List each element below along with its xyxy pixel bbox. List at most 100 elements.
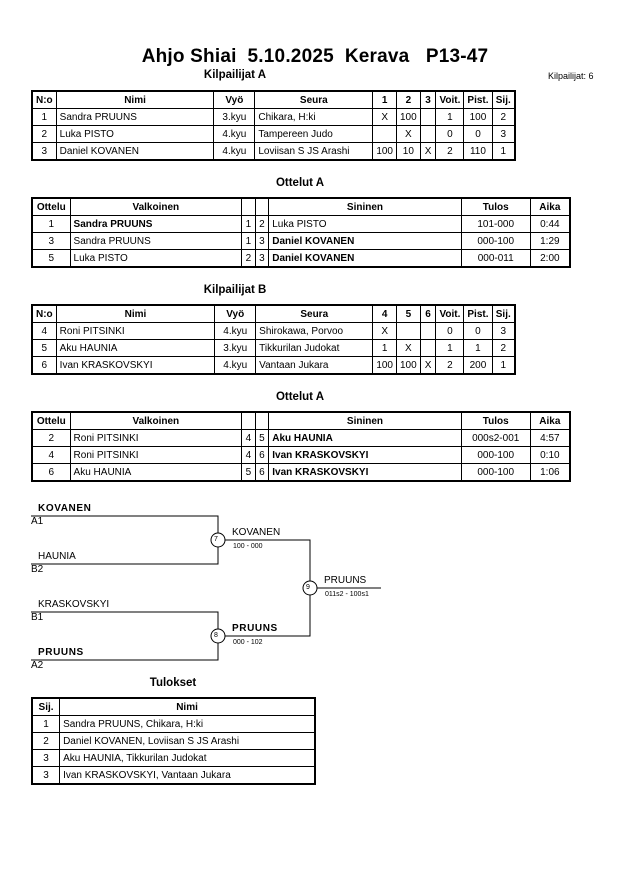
bracket-slot-4-name: PRUUNS — [38, 647, 84, 658]
table-cell: 0 — [435, 125, 465, 143]
table-cell: 0 — [463, 322, 493, 340]
results-heading: Tulokset — [149, 677, 197, 689]
table-cell: 3.kyu — [214, 339, 257, 357]
column-header: 5 — [396, 304, 421, 323]
column-header — [241, 411, 256, 430]
table-cell: 1 — [491, 142, 516, 161]
match-time: 0:44 — [529, 215, 571, 233]
table-cell: 3 — [491, 322, 516, 340]
bracket-match-9-number: 9 — [306, 584, 310, 591]
table-cell: 100 — [396, 356, 421, 375]
column-header: 1 — [372, 90, 397, 109]
match-number: 3 — [31, 232, 71, 250]
table-cell: 100 — [372, 142, 397, 161]
bracket-semi2-score: 000 - 102 — [233, 639, 263, 646]
table-cell: 0 — [463, 125, 493, 143]
table-cell: 200 — [463, 356, 493, 375]
column-header: Voit. — [435, 90, 465, 109]
blue-number: 6 — [254, 463, 270, 482]
table-cell: 3 — [31, 142, 57, 161]
white-number: 1 — [241, 232, 256, 250]
column-header: Nimi — [55, 304, 216, 323]
column-header: 6 — [419, 304, 437, 323]
bracket-overlay — [210, 532, 318, 644]
table-cell: 1 — [372, 339, 397, 357]
column-header: Tulos — [460, 197, 531, 216]
column-header: Pist. — [463, 304, 493, 323]
match-number: 4 — [31, 446, 71, 464]
table-cell: 2 — [31, 125, 57, 143]
match-number: 5 — [31, 249, 71, 268]
table-cell: Aku HAUNIA — [55, 339, 216, 357]
table-cell: 2 — [491, 339, 516, 357]
column-header: N:o — [31, 90, 57, 109]
column-header — [241, 197, 256, 216]
header-row: Sij.Nimi — [31, 697, 316, 716]
match-time: 1:29 — [529, 232, 571, 250]
table-cell — [396, 322, 421, 340]
column-header: Ottelu — [31, 411, 71, 430]
match-number: 6 — [31, 463, 71, 482]
blue-number: 5 — [254, 429, 270, 447]
match-number: 1 — [31, 215, 71, 233]
white-fighter: Luka PISTO — [69, 249, 243, 268]
table-cell: 3 — [491, 125, 516, 143]
table-cell — [372, 125, 397, 143]
column-header: Pist. — [463, 90, 493, 109]
table-cell: X — [419, 142, 437, 161]
column-header: Nimi — [55, 90, 215, 109]
white-number: 1 — [241, 215, 256, 233]
blue-number: 2 — [254, 215, 270, 233]
column-header: Sininen — [268, 411, 462, 430]
match-time: 1:06 — [529, 463, 571, 482]
blue-number: 6 — [254, 446, 270, 464]
column-header: 2 — [396, 90, 421, 109]
column-header: Aika — [529, 411, 571, 430]
table-cell: 1 — [491, 356, 516, 375]
table-cell: Luka PISTO — [55, 125, 215, 143]
blue-number: 3 — [254, 249, 270, 268]
bracket-slot-1-name: KOVANEN — [38, 503, 92, 514]
column-header: Vyö — [213, 90, 256, 109]
blue-fighter: Aku HAUNIA — [268, 429, 462, 447]
table-cell: 1 — [31, 108, 57, 126]
table-cell: 4 — [31, 322, 57, 340]
match-time: 0:10 — [529, 446, 571, 464]
white-fighter: Roni PITSINKI — [69, 446, 243, 464]
table-cell: 100 — [396, 108, 421, 126]
table-cell: Chikara, H:ki — [254, 108, 374, 126]
pool-b-heading: Kilpailijat B — [203, 284, 267, 296]
table-cell — [419, 339, 437, 357]
table-cell — [419, 108, 437, 126]
table-cell: 2 — [491, 108, 516, 126]
table-cell: Vantaan Jukara — [255, 356, 374, 375]
column-header: Nimi — [59, 697, 316, 716]
column-header: N:o — [31, 304, 57, 323]
table-cell: 3.kyu — [213, 108, 256, 126]
table-cell — [419, 125, 437, 143]
column-header: Ottelu — [31, 197, 71, 216]
table-cell: X — [372, 322, 397, 340]
white-fighter: Sandra PRUUNS — [69, 232, 243, 250]
placement: 2 — [31, 732, 61, 750]
white-fighter: Sandra PRUUNS — [69, 215, 243, 233]
blue-fighter: Ivan KRASKOVSKYI — [268, 446, 462, 464]
table-cell: Sandra PRUUNS — [55, 108, 215, 126]
bracket-slot-2-seed: B2 — [31, 564, 44, 575]
table-cell: Roni PITSINKI — [55, 322, 216, 340]
bracket-final-winner: PRUUNS — [324, 575, 367, 586]
table-cell: 0 — [435, 322, 465, 340]
table-cell: 4.kyu — [214, 356, 257, 375]
